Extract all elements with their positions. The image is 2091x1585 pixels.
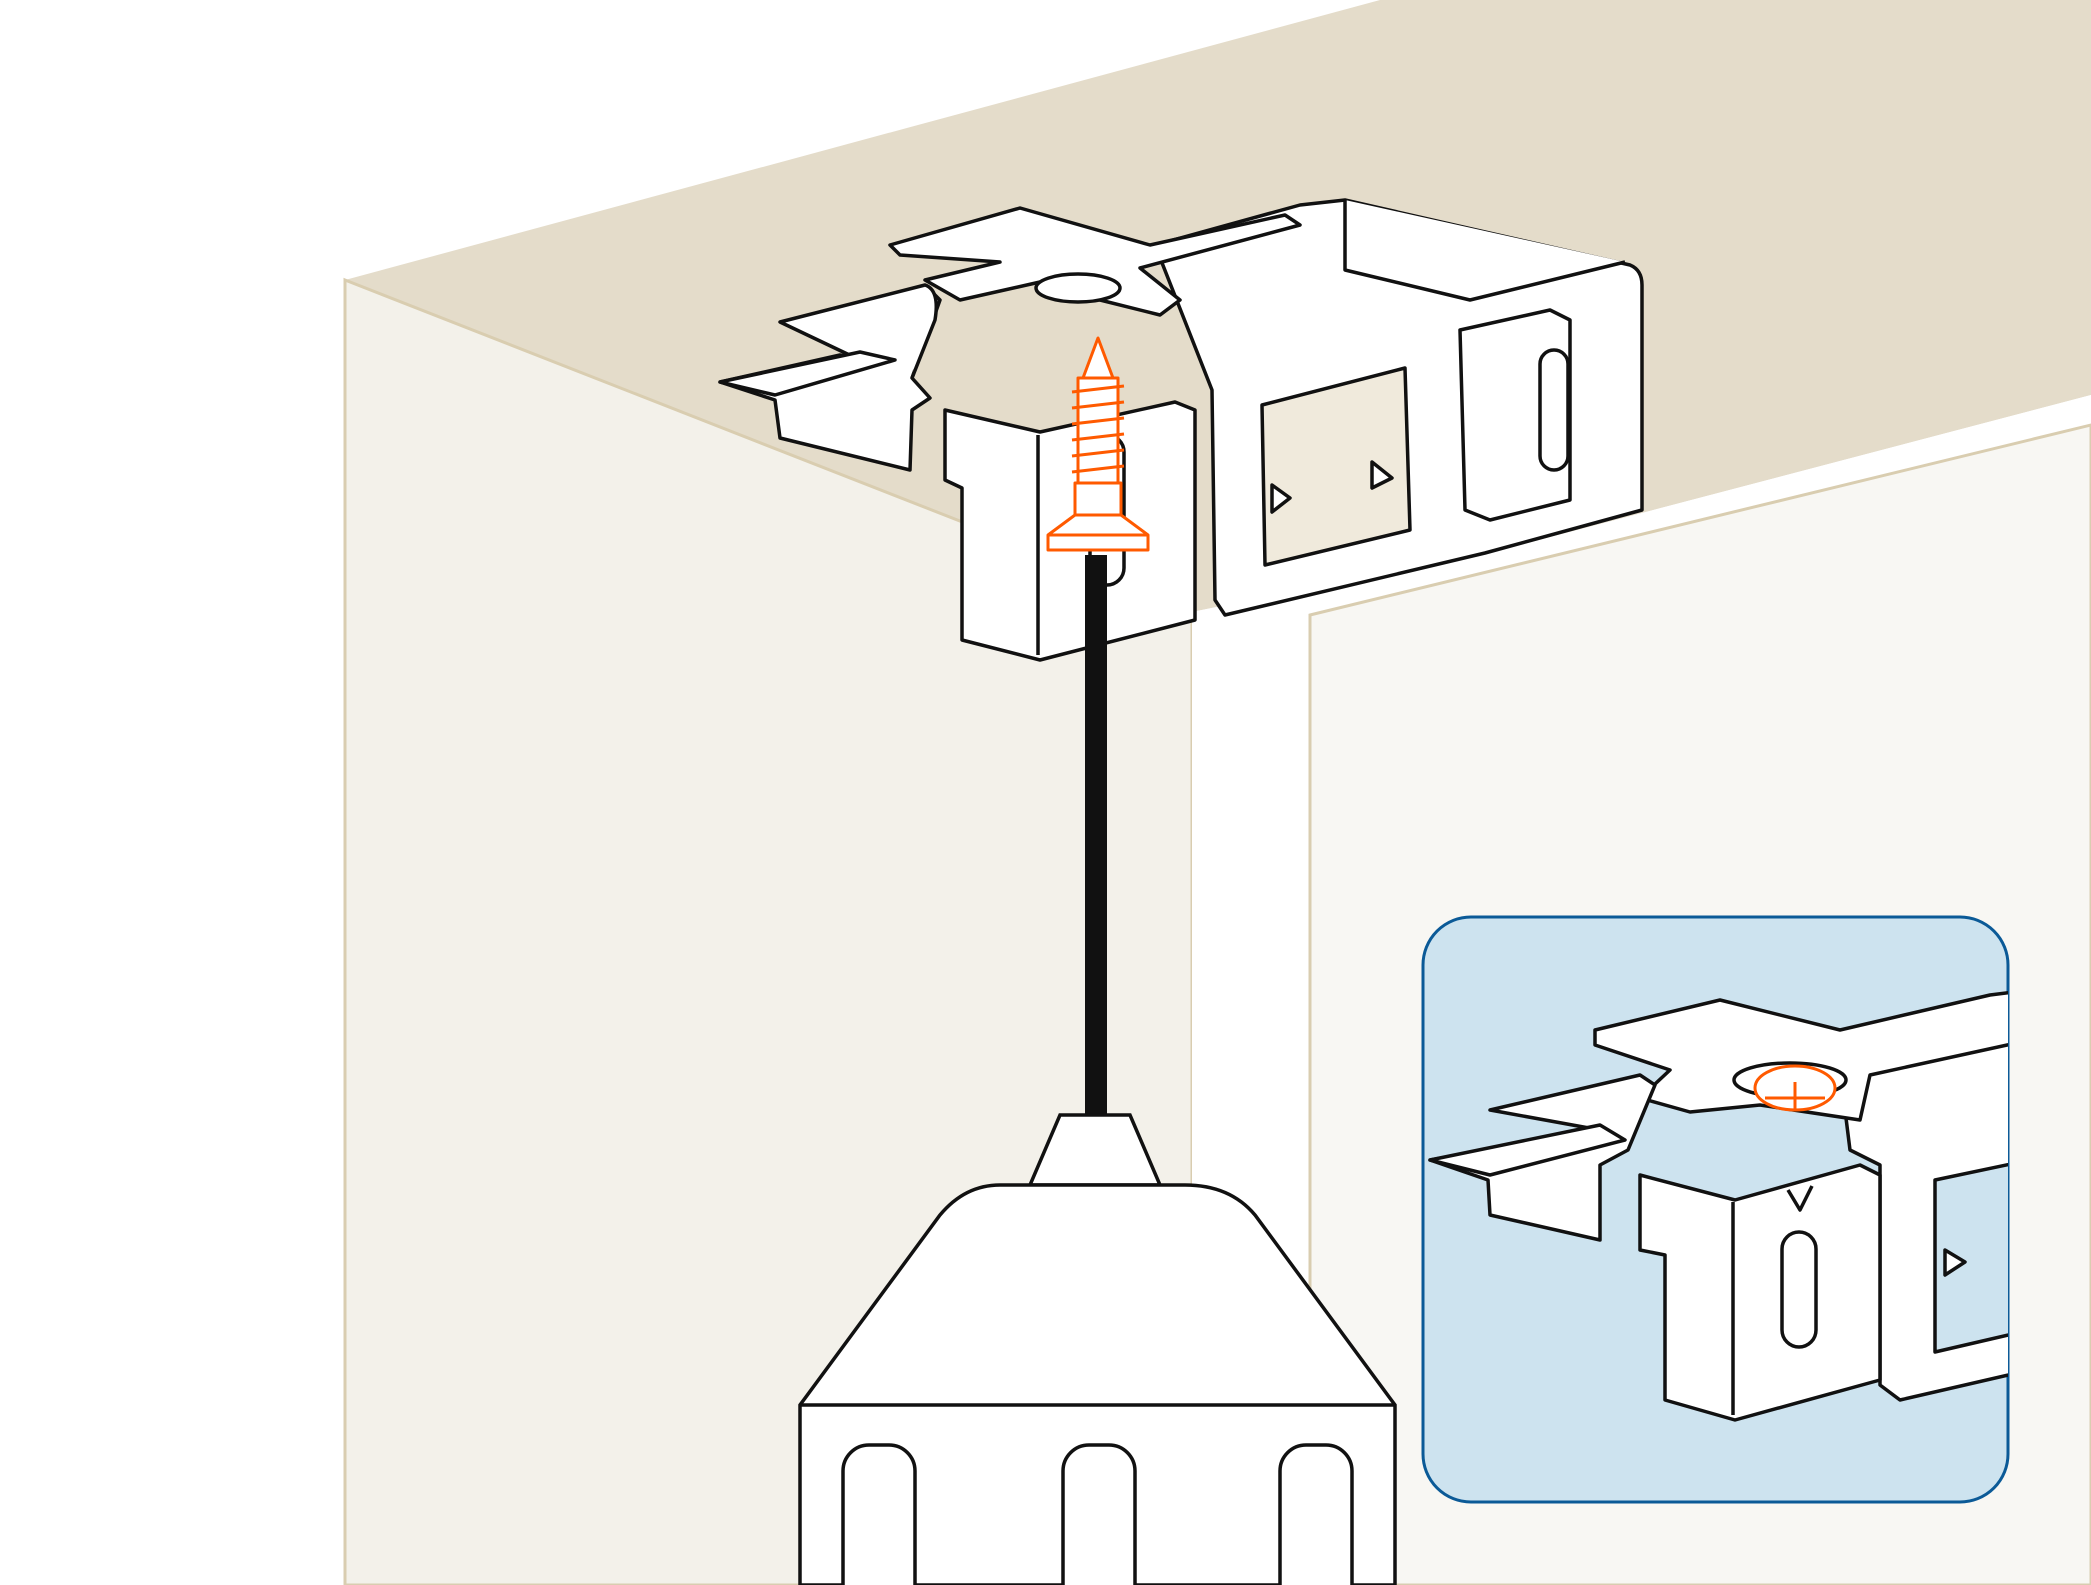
bracket-right-body-top	[1343, 200, 1626, 302]
wood-screw-thread	[1071, 384, 1125, 474]
inset-bracket-center-block	[1638, 1163, 1882, 1422]
inset-bracket-top-plate	[1593, 988, 2008, 1122]
bracket-left-tab	[718, 350, 897, 397]
bracket-top-plate	[888, 206, 1302, 317]
inset-bracket-notch	[1786, 1185, 1814, 1212]
inset-bracket-left-tab	[1428, 1123, 1627, 1177]
wood-screw-neck	[1073, 481, 1123, 517]
magnified-inset	[1421, 915, 2010, 1504]
mounting-bracket	[718, 198, 1644, 662]
inset-bracket-window	[1933, 1158, 2008, 1354]
screwdriver-handle	[798, 1183, 1397, 1585]
screwdriver-grip-slot-center	[1061, 1443, 1137, 1585]
inset-bracket-slot	[1780, 1230, 1818, 1349]
bracket-window-tab-2	[1270, 483, 1292, 514]
wood-screw	[1046, 336, 1150, 552]
bracket-window	[1260, 366, 1412, 567]
inset-bracket-window-tab	[1943, 1248, 1967, 1277]
bracket-window-tab	[1370, 460, 1394, 490]
screwdriver-grip-slot-left	[841, 1443, 917, 1585]
wood-screw-shank	[1076, 376, 1120, 485]
bracket-slot	[1538, 348, 1570, 472]
bracket-left-fold	[910, 283, 938, 379]
screwdriver	[798, 555, 1397, 1585]
bracket-plate-hole	[1034, 272, 1122, 304]
screwdriver-shaft	[1085, 555, 1107, 1115]
screwdriver-grip-slot-right	[1278, 1443, 1354, 1585]
phillips-screw-head-icon	[1753, 1064, 1837, 1112]
